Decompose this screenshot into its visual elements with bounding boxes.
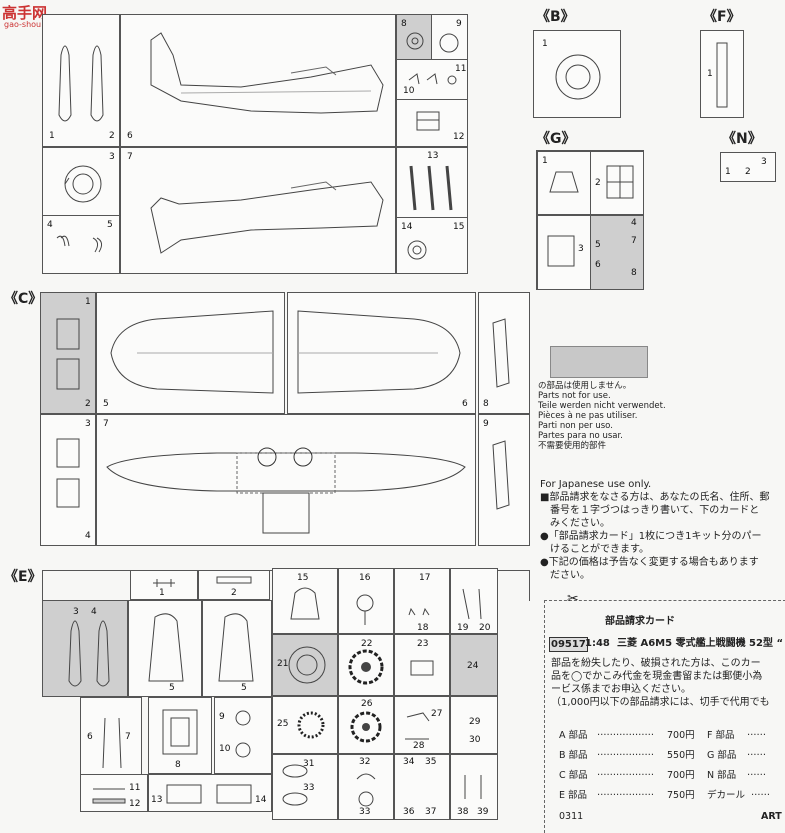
part-cell-c-9: 9 bbox=[478, 414, 530, 546]
runner-g: 1 2 3 4 5 6 7 8 bbox=[536, 150, 644, 290]
footer-art: ART bbox=[761, 811, 782, 822]
part-cell-g-4-8: 4 5 6 7 8 bbox=[590, 215, 644, 290]
part-cell-a-13: 13 bbox=[396, 147, 468, 219]
part-cell-e-8: 8 bbox=[148, 697, 212, 774]
part-cell-c-8: 8 bbox=[478, 292, 530, 414]
lower-wing-drawing bbox=[106, 447, 466, 534]
drop-tanks-drawing bbox=[58, 45, 104, 122]
part-cell-e-2: 2 bbox=[198, 570, 270, 600]
fuselage-left-drawing bbox=[150, 32, 384, 114]
runner-n-label: 《N》 bbox=[722, 131, 762, 147]
runner-c-label: 《C》 bbox=[4, 291, 43, 307]
part-cell-a-7: 7 bbox=[120, 147, 396, 274]
part-cell-a-6: 6 bbox=[120, 14, 396, 147]
upper-wing-right-drawing bbox=[297, 310, 461, 394]
part-cell-e-38-39: 38 39 bbox=[450, 754, 498, 820]
part-cell-e-23: 23 bbox=[394, 634, 450, 696]
footer-code: 0311 bbox=[559, 811, 584, 822]
part-cell-e-32-33: 32 33 bbox=[338, 754, 394, 820]
part-cell-a-14-15: 14 15 bbox=[396, 217, 468, 274]
part-cell-a-3: 3 bbox=[42, 147, 120, 217]
part-cell-e-27-28: 27 28 bbox=[394, 696, 450, 754]
part-cell-a-12: 12 bbox=[396, 99, 468, 147]
part-cell-e-5b: 5 bbox=[202, 600, 272, 697]
part-cell-e-1: 1 bbox=[130, 570, 198, 600]
part-cell-e-29-30: 29 30 bbox=[450, 696, 498, 754]
part-cell-c-1-2: 1 2 bbox=[40, 292, 96, 414]
runner-b: 1 bbox=[533, 30, 621, 118]
part-cell-a-8: 8 bbox=[396, 14, 433, 61]
part-cell-e-3-4: 3 4 bbox=[42, 600, 128, 697]
not-for-use-swatch bbox=[550, 346, 648, 378]
runner-e-label: 《E》 bbox=[4, 569, 42, 585]
part-cell-a-9: 9 bbox=[431, 14, 468, 61]
runner-n: 1 2 3 bbox=[720, 152, 776, 182]
part-cell-a-4-5: 4 5 bbox=[42, 215, 120, 274]
part-cell-e-16: 16 bbox=[338, 568, 394, 634]
part-cell-e-11-12: 11 12 bbox=[80, 774, 148, 812]
part-cell-e-25: 25 bbox=[272, 696, 338, 754]
part-cell-e-13-14: 13 14 bbox=[148, 774, 272, 812]
runner-f: 1 bbox=[700, 30, 744, 118]
order-card-title: 部品請求カード bbox=[605, 616, 675, 627]
part-cell-c-3-4: 3 4 bbox=[40, 414, 96, 546]
part-cell-e-26: 26 bbox=[338, 696, 394, 754]
part-cell-e-19-20: 19 20 bbox=[450, 568, 498, 634]
part-cell-e-15: 15 bbox=[272, 568, 338, 634]
part-cell-e-24: 24 bbox=[450, 634, 498, 696]
order-card: ✂ 部品請求カード 09517 1:48 三菱 A6M5 零式艦上戦闘機 52型… bbox=[544, 591, 785, 833]
part-cell-e-21: 21 bbox=[272, 634, 338, 696]
part-cell-e-31-33: 31 33 bbox=[272, 754, 338, 820]
part-cell-a-1-2: 1 2 bbox=[42, 14, 120, 147]
part-cell-e-5a: 5 bbox=[128, 600, 202, 697]
part-cell-g-2: 2 bbox=[590, 151, 644, 215]
part-cell-c-5: 5 bbox=[96, 292, 285, 414]
watermark-url: gao-shou.com bbox=[4, 20, 61, 29]
runner-g-label: 《G》 bbox=[536, 131, 576, 147]
part-cell-a-10-11: 10 11 bbox=[396, 59, 468, 101]
fuselage-right-drawing bbox=[150, 181, 384, 254]
watermark-title: 高手网 bbox=[2, 4, 48, 22]
runner-b-label: 《B》 bbox=[536, 9, 575, 25]
part-cell-e-34-37: 34 35 36 37 bbox=[394, 754, 450, 820]
part-cell-e-9-10: 9 10 bbox=[214, 697, 272, 774]
part-cell-c-7: 7 bbox=[96, 414, 476, 546]
part-cell-g-1: 1 bbox=[537, 151, 591, 215]
scissors-icon: ✂ bbox=[567, 591, 579, 607]
part-cell-e-17-18: 17 18 bbox=[394, 568, 450, 634]
part-cell-e-22: 22 bbox=[338, 634, 394, 696]
japanese-note-heading: For Japanese use only. bbox=[540, 479, 652, 490]
part-cell-c-6: 6 bbox=[287, 292, 476, 414]
part-cell-g-3: 3 bbox=[537, 215, 591, 290]
upper-wing-left-drawing bbox=[110, 310, 274, 394]
runner-f-label: 《F》 bbox=[703, 9, 741, 25]
